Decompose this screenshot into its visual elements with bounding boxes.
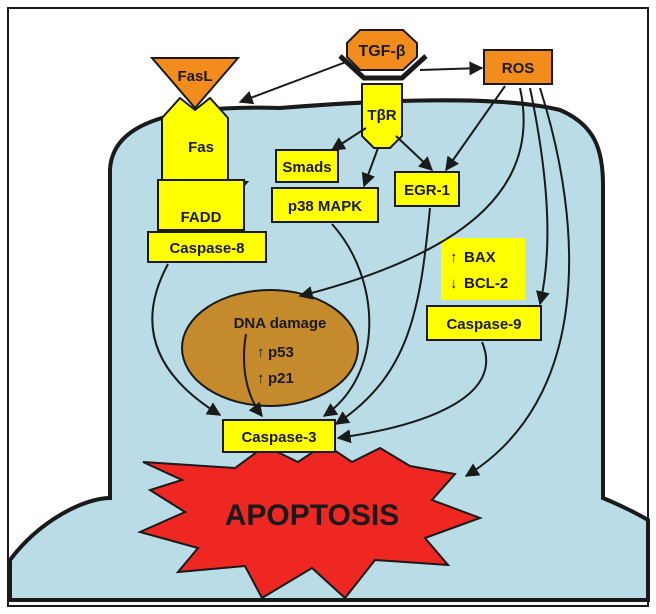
arrow-tgfb-to-fas bbox=[238, 61, 347, 105]
apoptosis-label: APOPTOSIS bbox=[225, 499, 400, 532]
arrow-tbr-to-p38 bbox=[361, 147, 379, 188]
arrow-caspase-9-to-caspase-3 bbox=[336, 341, 488, 444]
p21-label: p21 bbox=[268, 370, 294, 387]
fadd-label: FADD bbox=[181, 209, 222, 226]
arrow-ros-to-egr1 bbox=[445, 85, 506, 172]
arrow-ros-to-apoptosis bbox=[464, 87, 571, 477]
arrow-dna-to-caspase-3 bbox=[243, 333, 263, 418]
smads-box bbox=[275, 149, 339, 183]
tgf-beta-receptor bbox=[361, 83, 403, 149]
fas-label: Fas bbox=[188, 139, 214, 156]
arrow-p38-to-caspase-3 bbox=[322, 223, 371, 417]
fadd-box bbox=[157, 179, 245, 231]
ros-box bbox=[483, 49, 553, 85]
tgf-beta-label: TGF-β bbox=[358, 43, 405, 60]
arrow-tbr-to-egr1 bbox=[395, 135, 434, 171]
arrow-tbr-to-smads bbox=[330, 127, 367, 151]
arrow-ros-to-dna bbox=[298, 87, 525, 300]
caspase-8-label: Caspase-8 bbox=[169, 240, 244, 257]
pathway-arrows bbox=[151, 61, 571, 477]
bax-bcl2-box bbox=[441, 238, 525, 300]
bcl2-label: BCL-2 bbox=[464, 275, 508, 292]
tbr-label: TβR bbox=[367, 107, 396, 124]
caspase-3-label: Caspase-3 bbox=[241, 429, 316, 446]
p38-mapk-label: p38 MAPK bbox=[288, 198, 362, 215]
caspase-8-box bbox=[147, 231, 267, 263]
egr-1-box bbox=[394, 171, 460, 207]
bax-label: BAX bbox=[464, 249, 496, 266]
arrow-caspase-8-to-caspase-3 bbox=[151, 263, 222, 416]
arrow-egr1-to-caspase-3 bbox=[334, 207, 431, 425]
p38-mapk-box bbox=[271, 187, 379, 223]
egr-1-label: EGR-1 bbox=[404, 182, 450, 199]
tgf-beta-ligand bbox=[346, 29, 418, 71]
arrow-tgfb-to-ros bbox=[419, 61, 484, 76]
caspase-9-box bbox=[426, 305, 542, 341]
dna-damage-label: DNA damage bbox=[234, 315, 327, 332]
arrow-ros-to-caspase-9 bbox=[529, 87, 550, 306]
tgf-beta-receptor-bracket bbox=[338, 54, 428, 81]
smads-label: Smads bbox=[282, 159, 331, 176]
p53-label: p53 bbox=[268, 344, 294, 361]
caspase-9-label: Caspase-9 bbox=[446, 316, 521, 333]
bax-up-arrow-icon: ↑ bbox=[450, 249, 458, 266]
dna-damage-nucleus bbox=[181, 289, 359, 407]
fasl-label: FasL bbox=[177, 68, 212, 85]
fasl-ligand bbox=[149, 57, 241, 110]
p21-up-arrow-icon: ↑ bbox=[257, 370, 265, 387]
bcl2-down-arrow-icon: ↓ bbox=[450, 275, 458, 292]
p53-up-arrow-icon: ↑ bbox=[257, 344, 265, 361]
caspase-3-box bbox=[222, 419, 336, 453]
ros-label: ROS bbox=[502, 60, 535, 77]
